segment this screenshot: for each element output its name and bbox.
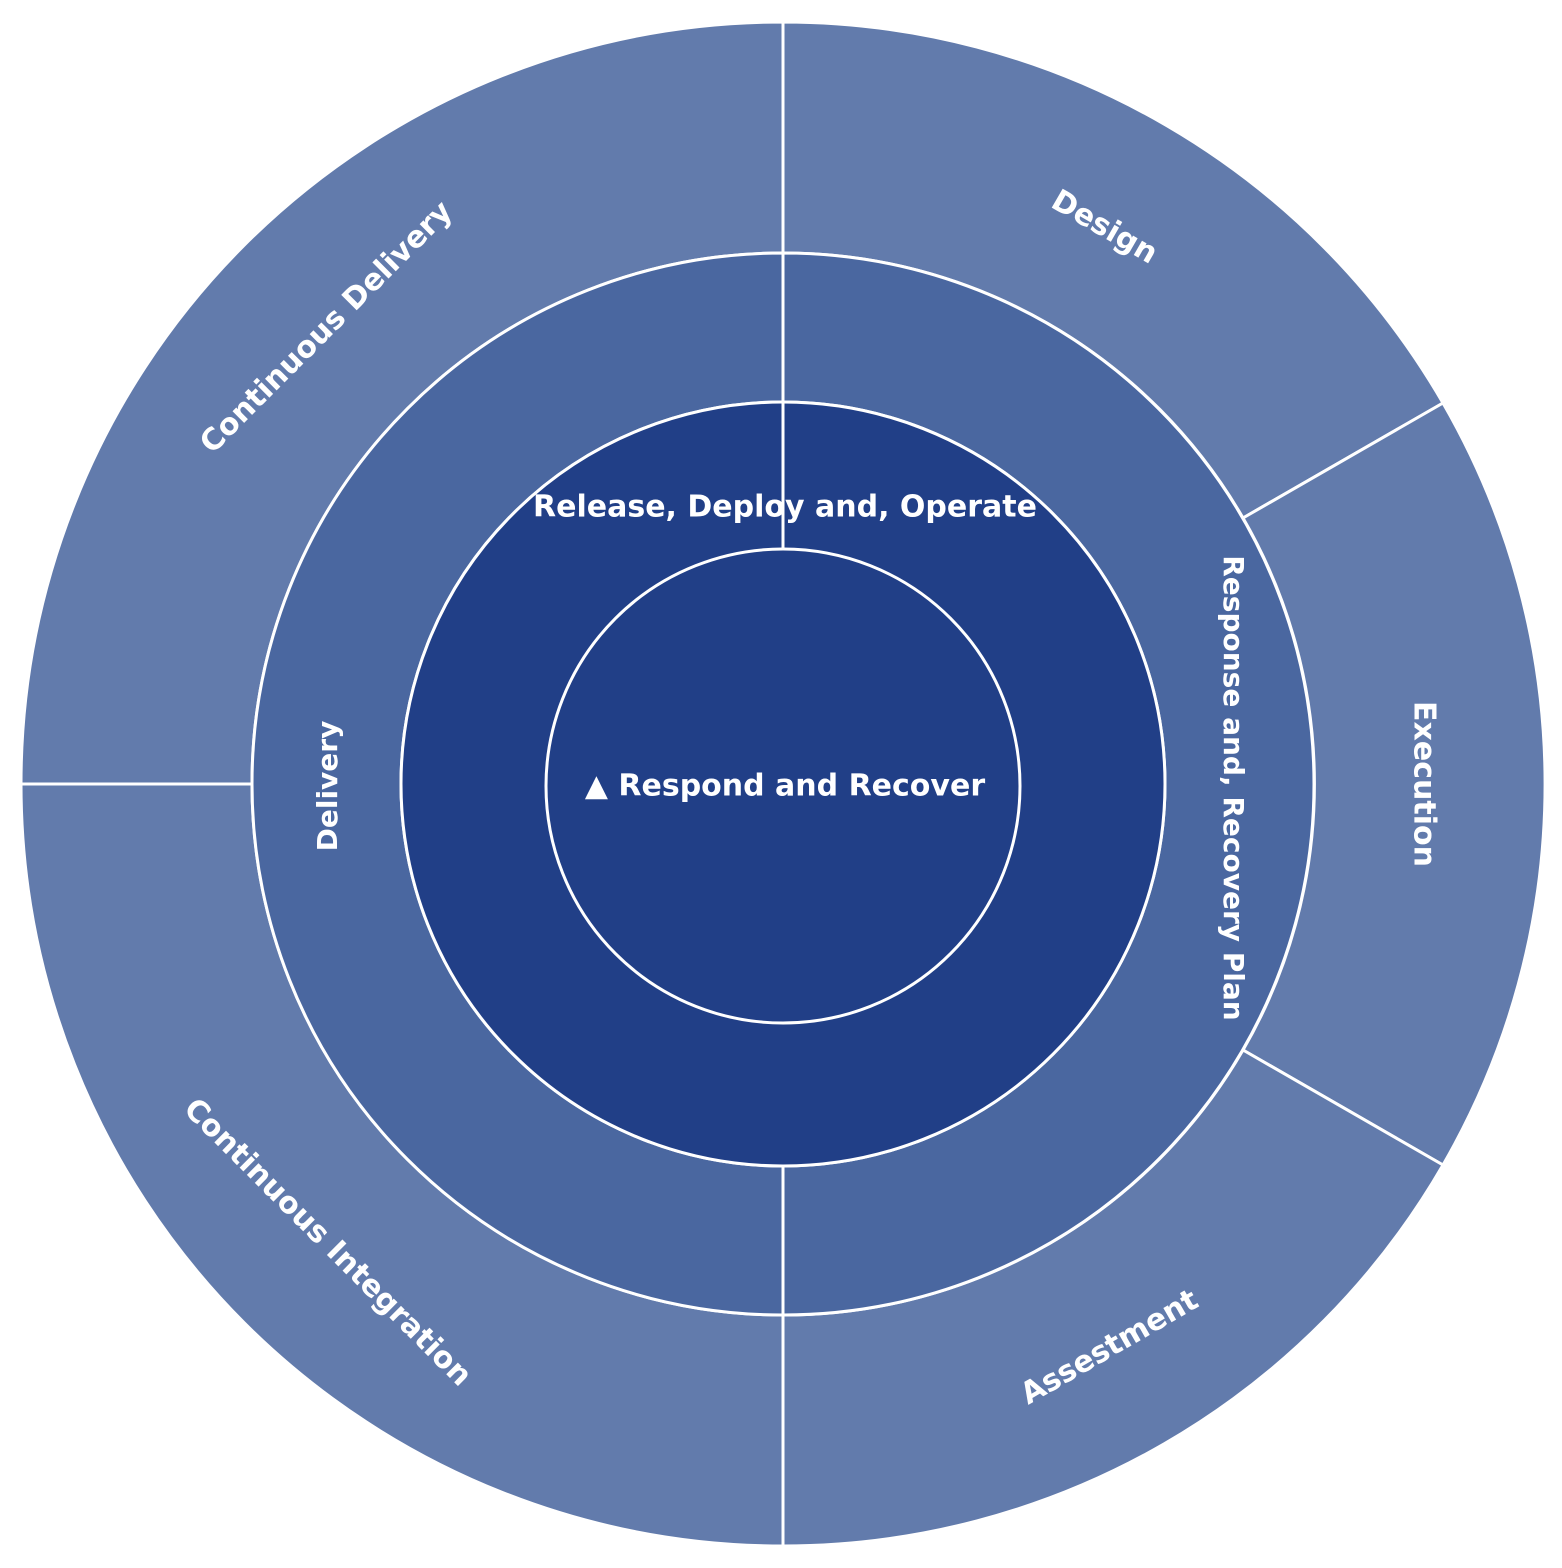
core-label: ▲ Respond and Recover <box>585 769 985 804</box>
outer-ring <box>19 20 1547 1548</box>
middle-segment-delivery-label: Delivery <box>311 721 344 852</box>
core-circle <box>544 547 1022 1025</box>
outer-segment-execution-label: Execution <box>1407 701 1442 867</box>
inner-ring-label: Release, Deploy and, Operate <box>533 490 1037 525</box>
middle-segment-response-recovery-plan-label: Response and, Recovery Plan <box>1217 555 1250 1020</box>
